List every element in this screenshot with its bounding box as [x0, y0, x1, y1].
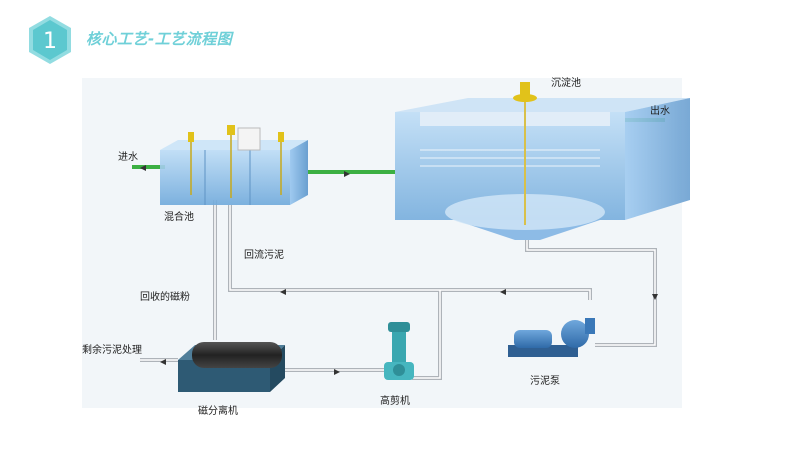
step-number-badge: 1 [29, 16, 71, 64]
label-magnetic-separator: 磁分离机 [198, 404, 238, 417]
magnetic-separator [178, 342, 285, 392]
label-inlet-water: 进水 [118, 151, 138, 163]
high-shear-machine [384, 322, 414, 380]
page-title: 核心工艺-工艺流程图 [86, 30, 233, 48]
label-excess-sludge-treatment: 剩余污泥处理 [82, 343, 142, 356]
label-mixing-tank: 混合池 [164, 210, 194, 223]
label-return-sludge: 回流污泥 [244, 248, 284, 261]
label-sludge-pump: 污泥泵 [530, 374, 560, 387]
label-sedimentation-tank: 沉淀池 [551, 76, 581, 89]
sludge-pump [508, 318, 595, 357]
label-high-shear-machine: 高剪机 [380, 394, 410, 407]
mixing-tank [160, 125, 308, 205]
sedimentation-tank [395, 82, 690, 240]
flow-arrows [140, 165, 658, 375]
label-outlet-water: 出水 [650, 104, 670, 117]
step-number: 1 [43, 29, 57, 54]
label-recovered-magnetic-powder: 回收的磁粉 [140, 290, 190, 303]
